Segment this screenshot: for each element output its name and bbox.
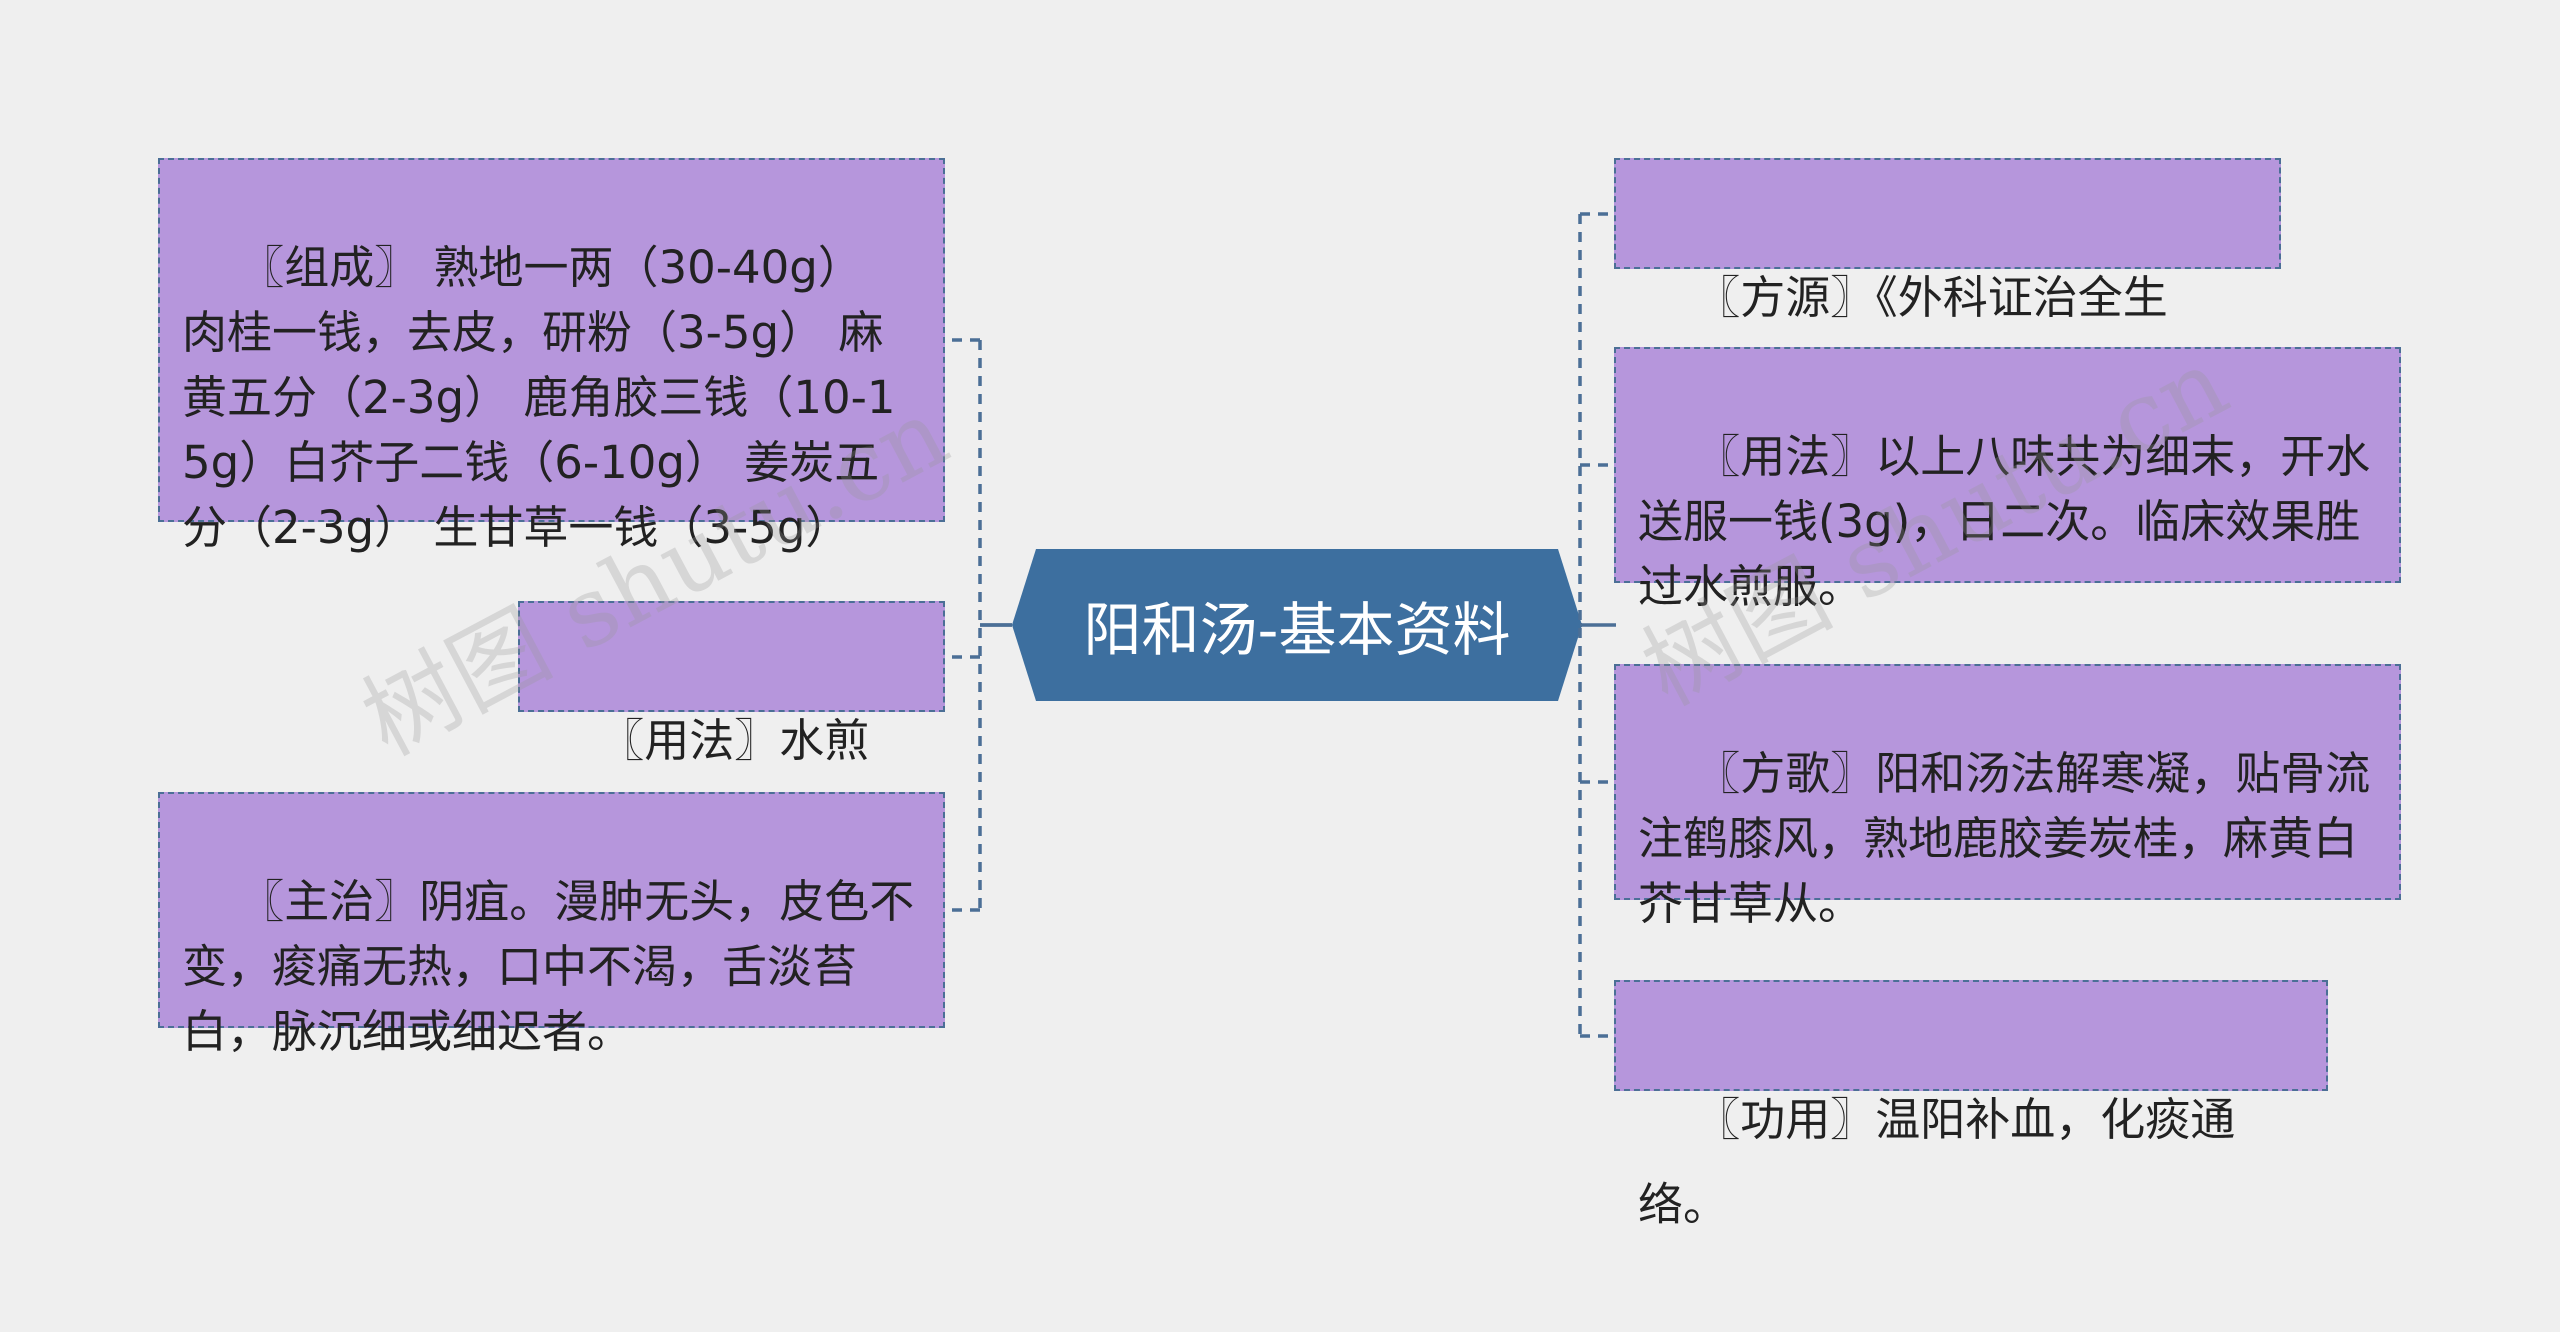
node-function-text: 〖功用〗温阳补血，化痰通络。 [1638, 1093, 2236, 1231]
center-topic-label: 阳和汤-基本资料 [1083, 596, 1511, 664]
node-indication-text: 〖主治〗阴疽。漫肿无头，皮色不变，痠痛无热，口中不渴，舌淡苔白，脉沉细或细迟者。 [182, 875, 915, 1058]
node-composition[interactable]: 〖组成〗 熟地一两（30-40g） 肉桂一钱，去皮，研粉（3-5g） 麻黄五分（… [158, 158, 945, 554]
node-composition-text: 〖组成〗 熟地一两（30-40g） 肉桂一钱，去皮，研粉（3-5g） 麻黄五分（… [182, 241, 896, 554]
node-usage-right[interactable]: 〖用法〗以上八味共为细末，开水送服一钱(3g)，日二次。临床效果胜过水煎服。 [1614, 347, 2401, 613]
node-usage-left[interactable]: 〖用法〗水煎服。 [518, 601, 945, 852]
node-usage-right-text: 〖用法〗以上八味共为细末，开水送服一钱(3g)，日二次。临床效果胜过水煎服。 [1638, 430, 2371, 613]
node-function[interactable]: 〖功用〗温阳补血，化痰通络。 [1614, 980, 2328, 1231]
center-hexagon-shape [1012, 549, 1582, 701]
node-verse-text: 〖方歌〗阳和汤法解寒凝，贴骨流注鹤膝风，熟地鹿胶姜炭桂，麻黄白芥甘草从。 [1638, 747, 2371, 930]
node-verse[interactable]: 〖方歌〗阳和汤法解寒凝，贴骨流注鹤膝风，熟地鹿胶姜炭桂，麻黄白芥甘草从。 [1614, 664, 2401, 930]
center-topic[interactable]: 阳和汤-基本资料 [1012, 549, 1582, 701]
connector-lines-clean [980, 212, 1616, 1038]
mind-map: 〖组成〗 熟地一两（30-40g） 肉桂一钱，去皮，研粉（3-5g） 麻黄五分（… [158, 158, 2401, 1231]
node-indication[interactable]: 〖主治〗阴疽。漫肿无头，皮色不变，痠痛无热，口中不渴，舌淡苔白，脉沉细或细迟者。 [158, 792, 945, 1058]
